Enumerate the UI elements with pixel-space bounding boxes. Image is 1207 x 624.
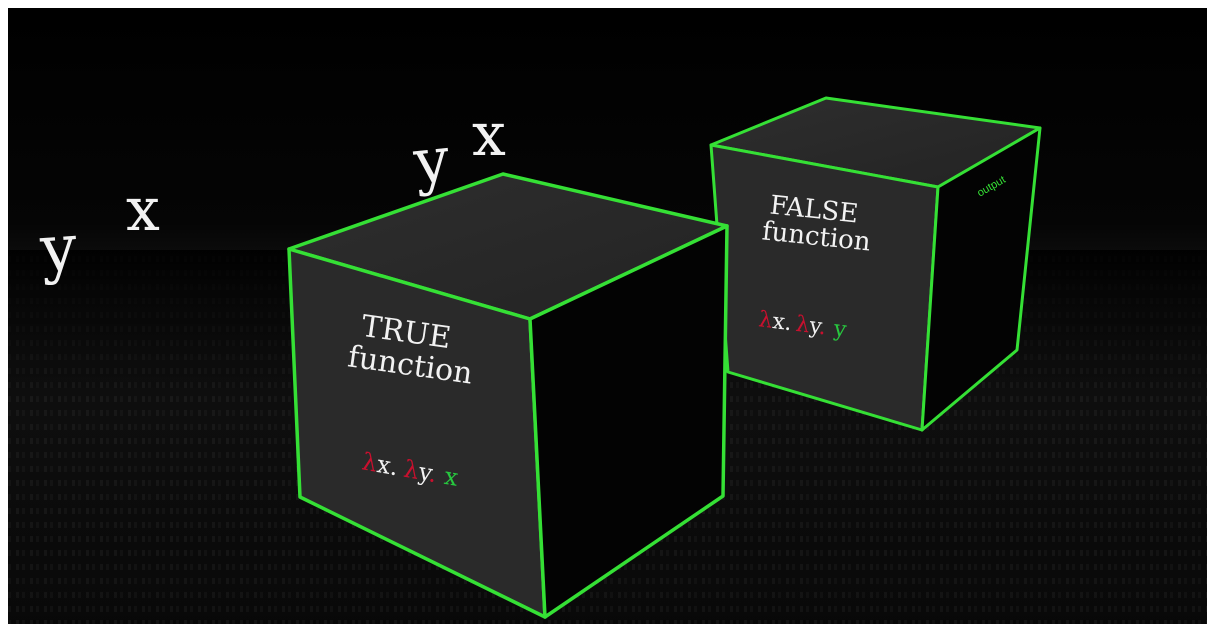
loose-variable-x-middle: x <box>472 100 506 170</box>
loose-variable-y-middle: y <box>409 122 452 198</box>
loose-variable-x-left: x <box>126 175 160 245</box>
loose-variable-y-left: y <box>37 211 79 287</box>
